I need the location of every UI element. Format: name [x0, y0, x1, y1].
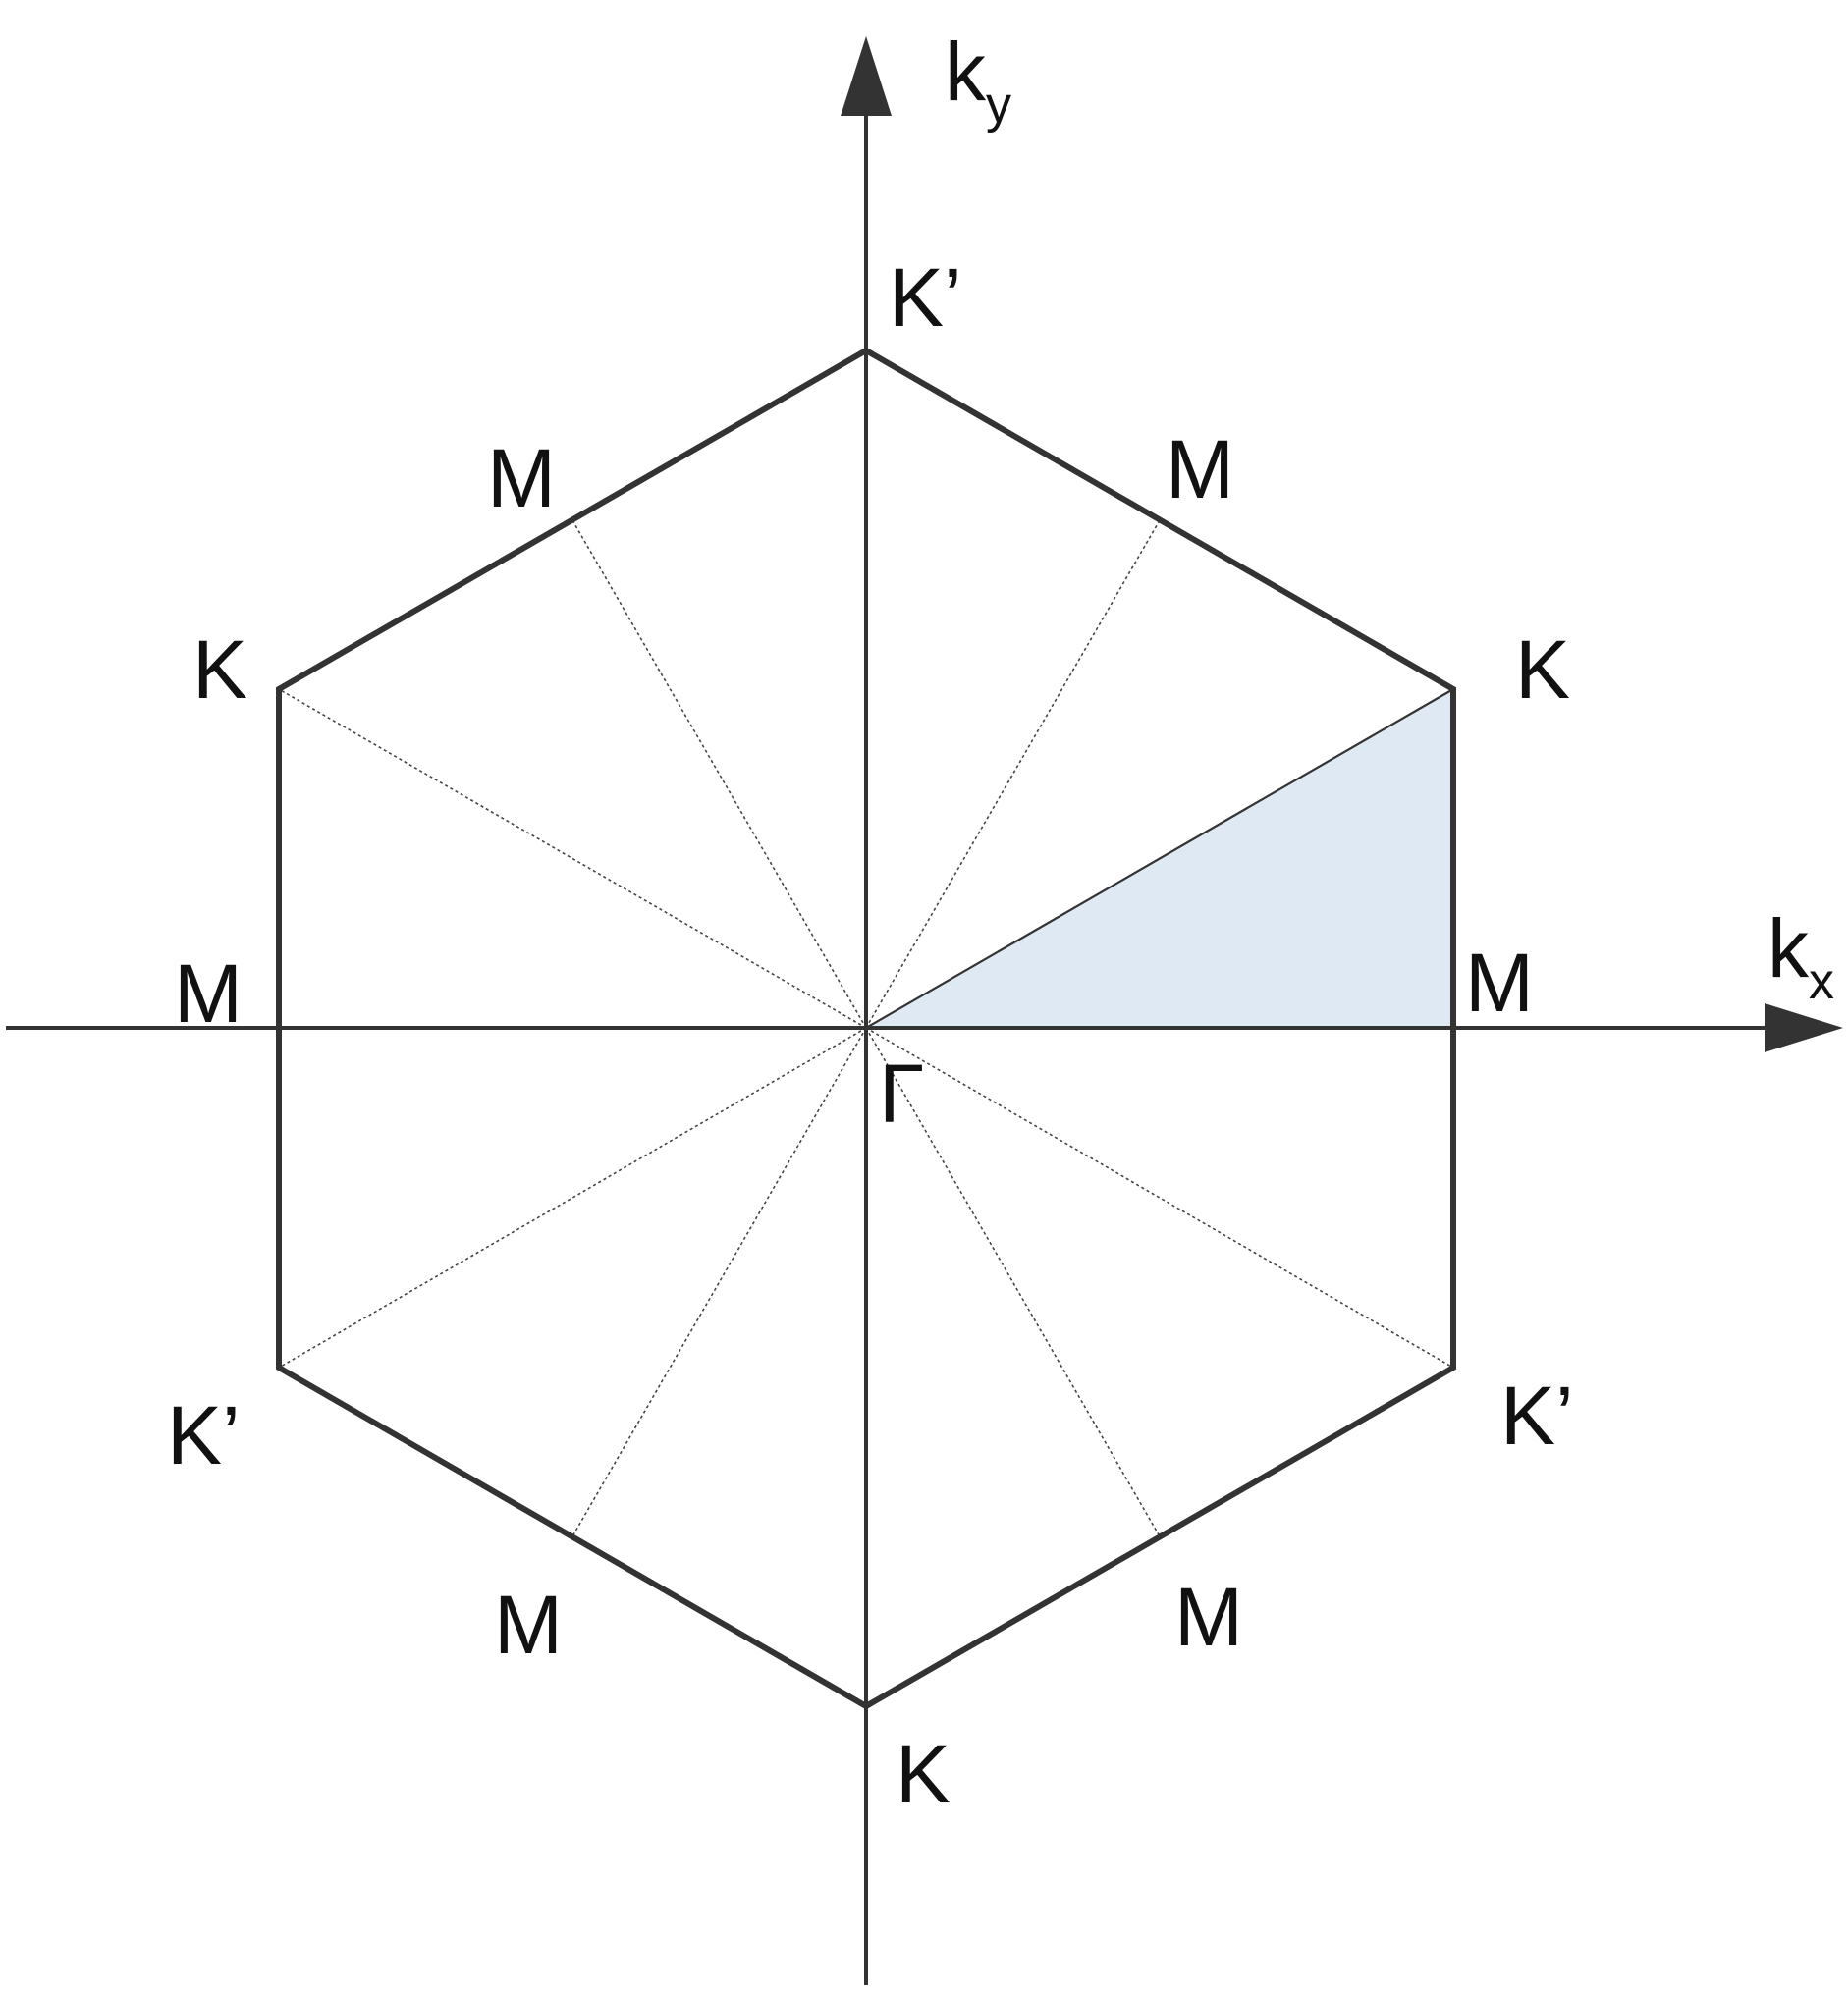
- label-m-upper-right: M: [1166, 423, 1234, 515]
- label-m-lower-left: M: [494, 1579, 563, 1671]
- label-k-bottom: K: [896, 1728, 951, 1820]
- line-gamma-k-lower-right: [865, 1027, 1454, 1369]
- label-m-upper-left: M: [487, 432, 556, 524]
- line-gamma-m-upper-left: [571, 519, 867, 1029]
- line-gamma-k-upper-left: [278, 688, 867, 1029]
- kx-arrow-head: [1765, 1003, 1843, 1052]
- symmetry-lines: [278, 519, 1454, 1537]
- label-k-upper-left: K: [192, 623, 247, 716]
- ky-arrow-head: [841, 36, 892, 116]
- label-k-prime-top: K’: [889, 251, 962, 344]
- label-k-prime-lower-right: K’: [1500, 1370, 1574, 1462]
- label-k-prime-lower-left: K’: [167, 1389, 241, 1481]
- line-gamma-k-lower-left: [278, 1027, 867, 1369]
- ky-axis-label: ky: [945, 26, 1011, 134]
- hexagon-boundary: [276, 347, 1456, 1710]
- line-gamma-m-lower-left: [571, 1027, 867, 1537]
- line-gamma-k-upper-right: [865, 688, 1454, 1029]
- line-gamma-m-lower-right: [865, 1027, 1161, 1537]
- label-gamma: Γ: [879, 1048, 924, 1140]
- label-m-left: M: [174, 947, 243, 1040]
- label-m-right: M: [1465, 937, 1534, 1029]
- label-m-lower-right: M: [1174, 1571, 1243, 1663]
- label-k-upper-right: K: [1515, 623, 1570, 716]
- kx-axis-label: kx: [1767, 902, 1834, 1010]
